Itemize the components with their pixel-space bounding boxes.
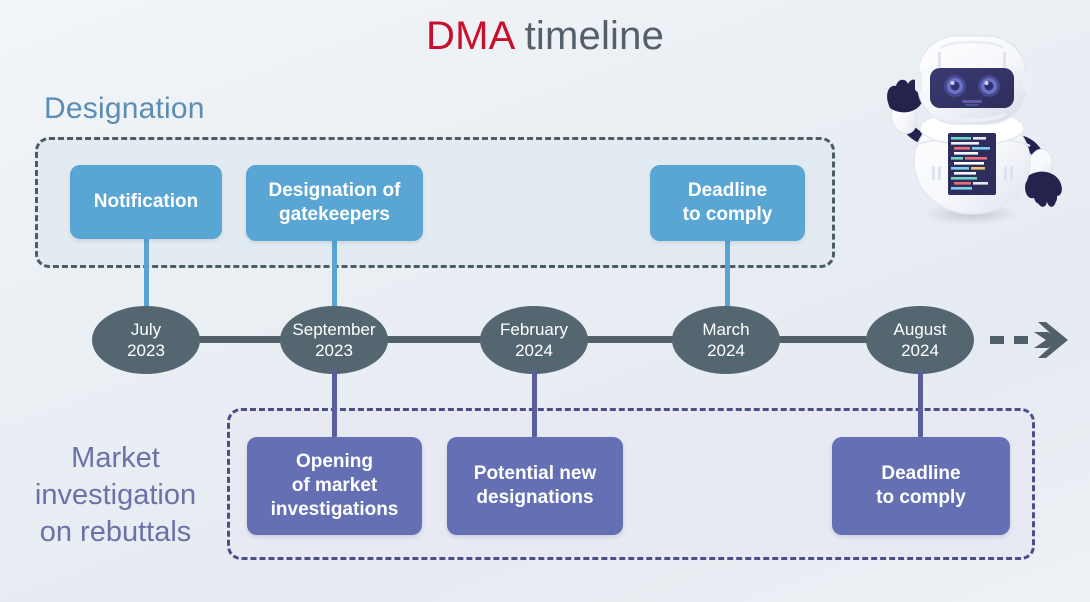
robot-eyes	[944, 75, 1000, 97]
connector-potential-new-designations	[532, 370, 537, 437]
node-year: 2024	[515, 341, 553, 360]
timeline-node-july-2023[interactable]: July 2023	[92, 306, 200, 374]
card-deadline-to-comply-top[interactable]: Deadline to comply	[650, 165, 805, 241]
node-year: 2023	[127, 341, 165, 360]
connector-notification	[144, 238, 149, 308]
title-rest: timeline	[513, 14, 665, 58]
timeline-track-4	[768, 336, 873, 343]
timeline-track-2	[383, 336, 483, 343]
node-year: 2024	[707, 341, 745, 360]
market-investigation-section-label: Market investigation on rebuttals	[34, 442, 197, 548]
timeline-track-3	[577, 336, 673, 343]
title-highlight: DMA	[425, 14, 514, 58]
timeline-node-march-2024[interactable]: March 2024	[672, 306, 780, 374]
connector-opening-of-market-investigations	[332, 370, 337, 437]
page-title: DMA timeline	[0, 14, 1090, 59]
node-month: August	[893, 320, 947, 339]
connector-deadline-to-comply-top	[725, 240, 730, 308]
timeline-continues-arrow-icon	[988, 316, 1073, 364]
robot-mouth	[962, 100, 982, 106]
card-designation-of-gatekeepers[interactable]: Designation of gatekeepers	[246, 165, 423, 241]
timeline-node-february-2024[interactable]: February 2024	[480, 306, 588, 374]
designation-section-label: Designation	[44, 92, 205, 125]
node-year: 2023	[315, 341, 353, 360]
node-month: February	[499, 320, 569, 339]
node-year: 2024	[901, 341, 939, 360]
connector-deadline-to-comply-bottom	[918, 370, 923, 437]
card-notification[interactable]: Notification	[70, 165, 222, 239]
card-opening-of-market-investigations[interactable]: Opening of market investigations	[247, 437, 422, 535]
node-month: July	[130, 320, 162, 339]
robot-head	[915, 35, 1029, 125]
timeline-node-september-2023[interactable]: September 2023	[280, 306, 388, 374]
node-month: September	[292, 320, 376, 339]
robot-mascot	[868, 18, 1068, 233]
robot-chest-screen	[948, 133, 996, 195]
robot-left-arm	[887, 79, 936, 146]
node-month: March	[702, 320, 750, 339]
timeline-track-1	[192, 336, 292, 343]
card-deadline-to-comply-bottom[interactable]: Deadline to comply	[832, 437, 1010, 535]
timeline-node-august-2024[interactable]: August 2024	[866, 306, 974, 374]
card-potential-new-designations[interactable]: Potential new designations	[447, 437, 623, 535]
connector-designation-of-gatekeepers	[332, 240, 337, 308]
